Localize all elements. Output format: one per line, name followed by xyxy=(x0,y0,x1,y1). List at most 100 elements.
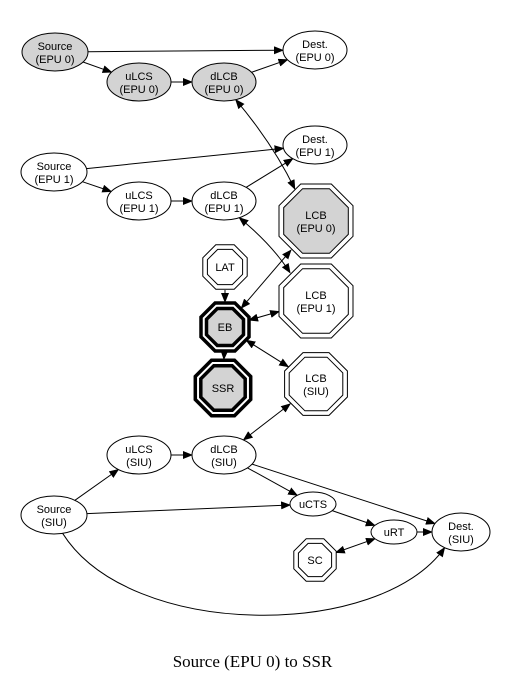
node-lat[interactable]: LAT xyxy=(202,244,248,290)
node-label-line1: Source xyxy=(37,161,72,173)
node-label: uRT xyxy=(384,527,405,539)
node-label-line1: dLCB xyxy=(210,444,238,456)
node-shape xyxy=(191,62,257,102)
node-shape-inner xyxy=(283,188,349,254)
node-shape-inner xyxy=(288,356,344,412)
node-shape xyxy=(106,62,172,102)
node-label-line1: uLCS xyxy=(125,190,153,202)
node-urt[interactable]: uRT xyxy=(370,519,418,545)
edge-ucts-to-urt xyxy=(332,510,376,527)
node-ucts[interactable]: uCTS xyxy=(289,491,337,517)
node-shape xyxy=(191,181,257,221)
node-label-line2: (SIU) xyxy=(303,386,329,398)
edges-layer xyxy=(62,46,446,616)
node-label: SSR xyxy=(212,383,235,395)
node-dest_epu1[interactable]: Dest.(EPU 1) xyxy=(282,125,348,165)
edge-dlcb_siu-to-ucts xyxy=(247,467,299,496)
node-label-line2: (SIU) xyxy=(126,457,152,469)
node-lcb_epu1[interactable]: LCB(EPU 1) xyxy=(278,263,354,339)
edge-source_siu-to-dest_siu xyxy=(62,533,446,616)
node-shape xyxy=(289,491,337,517)
node-label-line1: dLCB xyxy=(210,190,238,202)
node-lcb_epu0[interactable]: LCB(EPU 0) xyxy=(278,183,354,259)
node-dlcb_siu[interactable]: dLCB(SIU) xyxy=(191,435,257,475)
nodes-layer: Source(EPU 0)Dest.(EPU 0)uLCS(EPU 0)dLCB… xyxy=(20,30,491,582)
node-label-line1: Dest. xyxy=(302,134,328,146)
node-label-line2: (EPU 1) xyxy=(296,303,335,315)
edge-dlcb_epu0-to-dest_epu0 xyxy=(251,58,289,73)
node-label-line2: (EPU 0) xyxy=(296,223,335,235)
node-ulcs_epu1[interactable]: uLCS(EPU 1) xyxy=(106,181,172,221)
edge-sc-to-urt xyxy=(334,537,376,554)
node-label: uCTS xyxy=(299,499,327,511)
node-label-line1: Dest. xyxy=(302,39,328,51)
node-ulcs_siu[interactable]: uLCS(SIU) xyxy=(106,435,172,475)
node-label-line2: (EPU 0) xyxy=(119,84,158,96)
node-label-line1: Dest. xyxy=(448,521,474,533)
node-label: LAT xyxy=(215,262,235,274)
node-dest_epu0[interactable]: Dest.(EPU 0) xyxy=(282,30,348,70)
edge-source_epu1-to-dest_epu1 xyxy=(86,145,285,170)
node-shape xyxy=(106,181,172,221)
node-label-line2: (EPU 0) xyxy=(295,52,334,64)
node-dest_siu[interactable]: Dest.(SIU) xyxy=(431,512,491,552)
node-label: EB xyxy=(218,322,233,334)
node-shape-inner xyxy=(206,248,244,286)
node-shape xyxy=(282,125,348,165)
node-label-line2: (SIU) xyxy=(448,534,474,546)
node-label-line1: LCB xyxy=(305,210,326,222)
node-shape xyxy=(191,435,257,475)
edge-dlcb_epu1-to-dest_epu1 xyxy=(245,158,294,188)
node-ulcs_epu0[interactable]: uLCS(EPU 0) xyxy=(106,62,172,102)
edge-dlcb_siu-to-lcb_siu xyxy=(242,403,291,441)
node-label-line1: uLCS xyxy=(125,444,153,456)
edge-dlcb_epu0-to-lcb_epu0 xyxy=(235,98,296,190)
node-label-line2: (EPU 0) xyxy=(35,54,74,66)
node-shape-inner xyxy=(297,542,333,578)
node-label-line2: (EPU 0) xyxy=(204,84,243,96)
node-label-line2: (EPU 1) xyxy=(119,203,158,215)
node-label-line2: (SIU) xyxy=(211,457,237,469)
node-sc[interactable]: SC xyxy=(293,538,337,582)
node-shape xyxy=(21,32,89,72)
node-shape xyxy=(370,519,418,545)
node-label-line2: (SIU) xyxy=(41,517,67,529)
node-label-line2: (EPU 1) xyxy=(34,174,73,186)
node-label-line1: Source xyxy=(37,504,72,516)
node-source_siu[interactable]: Source(SIU) xyxy=(20,495,88,535)
node-shape xyxy=(20,495,88,535)
node-source_epu0[interactable]: Source(EPU 0) xyxy=(21,32,89,72)
node-shape-inner xyxy=(199,364,247,412)
node-label-line1: dLCB xyxy=(210,71,238,83)
node-dlcb_epu1[interactable]: dLCB(EPU 1) xyxy=(191,181,257,221)
edge-source_epu1-to-ulcs_epu1 xyxy=(82,181,113,193)
node-shape xyxy=(20,152,88,192)
node-shape xyxy=(431,512,491,552)
node-dlcb_epu0[interactable]: dLCB(EPU 0) xyxy=(191,62,257,102)
node-label: SC xyxy=(307,555,322,567)
node-label-line2: (EPU 1) xyxy=(204,203,243,215)
edge-source_siu-to-ucts xyxy=(86,501,292,515)
edge-dlcb_siu-to-dest_siu xyxy=(251,463,436,525)
node-lcb_siu[interactable]: LCB(SIU) xyxy=(284,352,348,416)
flow-diagram: Source(EPU 0)Dest.(EPU 0)uLCS(EPU 0)dLCB… xyxy=(20,30,491,616)
edge-source_epu0-to-dest_epu0 xyxy=(87,46,284,55)
edge-eb-to-lcb_siu xyxy=(245,339,290,368)
node-shape-inner xyxy=(204,306,246,348)
node-label-line1: LCB xyxy=(305,290,326,302)
node-eb[interactable]: EB xyxy=(199,301,251,353)
edge-eb-to-lcb_epu0 xyxy=(240,249,292,309)
node-shape-inner xyxy=(283,268,349,334)
edge-source_siu-to-ulcs_siu xyxy=(74,468,120,501)
diagram-caption: Source (EPU 0) to SSR xyxy=(172,652,333,671)
node-shape xyxy=(106,435,172,475)
node-source_epu1[interactable]: Source(EPU 1) xyxy=(20,152,88,192)
node-label-line1: Source xyxy=(38,41,73,53)
edge-eb-to-lcb_epu1 xyxy=(248,310,281,322)
node-label-line1: LCB xyxy=(305,373,326,385)
node-label-line1: uLCS xyxy=(125,71,153,83)
node-shape xyxy=(282,30,348,70)
node-label-line2: (EPU 1) xyxy=(295,147,334,159)
edge-source_epu0-to-ulcs_epu0 xyxy=(82,61,113,73)
node-ssr[interactable]: SSR xyxy=(193,358,253,418)
